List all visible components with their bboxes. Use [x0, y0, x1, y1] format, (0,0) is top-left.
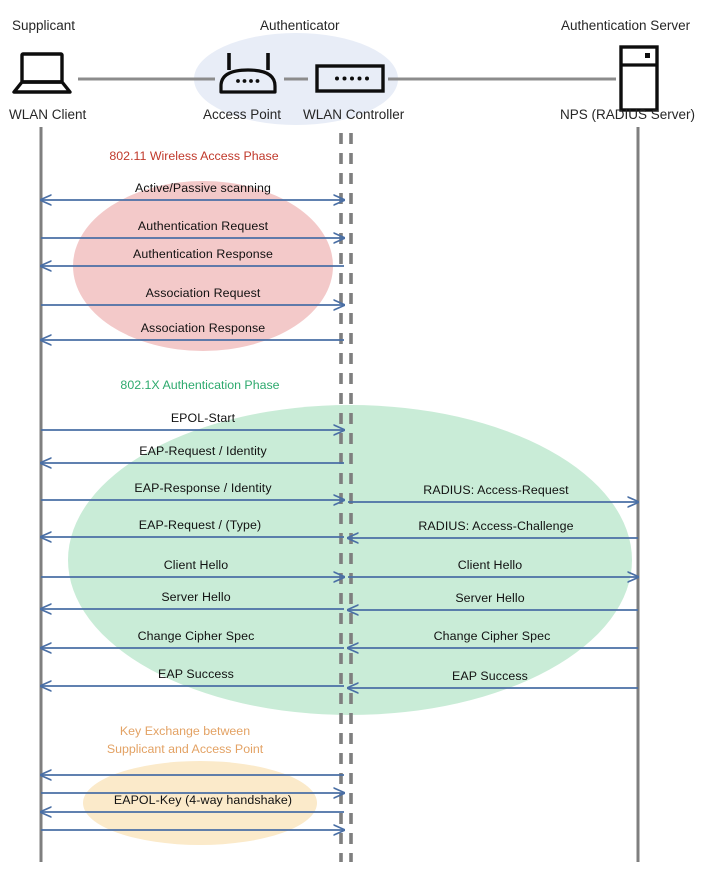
phase-label-key-exchange: Key Exchange between Supplicant and Acce… — [107, 722, 263, 758]
role-title-authenticator: Authenticator — [260, 18, 340, 33]
phase-label-dot1x-auth: 802.1X Authentication Phase — [120, 378, 280, 392]
device-label-wlan-controller: WLAN Controller — [303, 107, 405, 122]
laptop-icon — [12, 52, 72, 94]
message-label: EAP-Response / Identity — [134, 481, 272, 495]
message-label: Client Hello — [163, 558, 229, 572]
message-label: EAPOL-Key (4-way handshake) — [113, 793, 293, 807]
message-label: Association Request — [145, 286, 261, 300]
message-label: Association Response — [140, 321, 266, 335]
device-label-wlan-client: WLAN Client — [9, 107, 87, 122]
message-label: RADIUS: Access-Challenge — [418, 519, 574, 533]
phase-label-key-exchange-line1: Key Exchange between — [119, 724, 251, 738]
device-label-nps-radius: NPS (RADIUS Server) — [560, 107, 696, 122]
message-label: EAP-Request / (Type) — [138, 518, 262, 532]
device-label-access-point: Access Point — [203, 107, 282, 122]
message-label: Change Cipher Spec — [137, 629, 255, 643]
phase-label-key-exchange-line2: Supplicant and Access Point — [106, 742, 264, 756]
message-label: EAP Success — [158, 667, 234, 681]
message-label: RADIUS: Access-Request — [423, 483, 569, 497]
message-arrows — [41, 200, 638, 830]
role-title-auth-server: Authentication Server — [561, 18, 691, 33]
message-label: Authentication Response — [132, 247, 274, 261]
role-title-supplicant: Supplicant — [12, 18, 76, 33]
phase-label-wireless-access: 802.11 Wireless Access Phase — [109, 149, 279, 163]
message-label: Active/Passive scanning — [135, 181, 271, 195]
phase-ellipse-key-exchange — [83, 761, 317, 845]
wlan-controller-icon — [315, 64, 385, 93]
message-label: EAP-Request / Identity — [139, 444, 267, 458]
access-point-icon — [219, 53, 277, 94]
message-label: Client Hello — [457, 558, 523, 572]
message-label: EPOL-Start — [170, 411, 236, 425]
message-label: EAP Success — [452, 669, 528, 683]
message-label: Server Hello — [455, 591, 525, 605]
server-icon — [619, 45, 659, 112]
message-label: Server Hello — [161, 590, 231, 604]
message-label: Authentication Request — [137, 219, 269, 233]
message-label: Change Cipher Spec — [433, 629, 551, 643]
